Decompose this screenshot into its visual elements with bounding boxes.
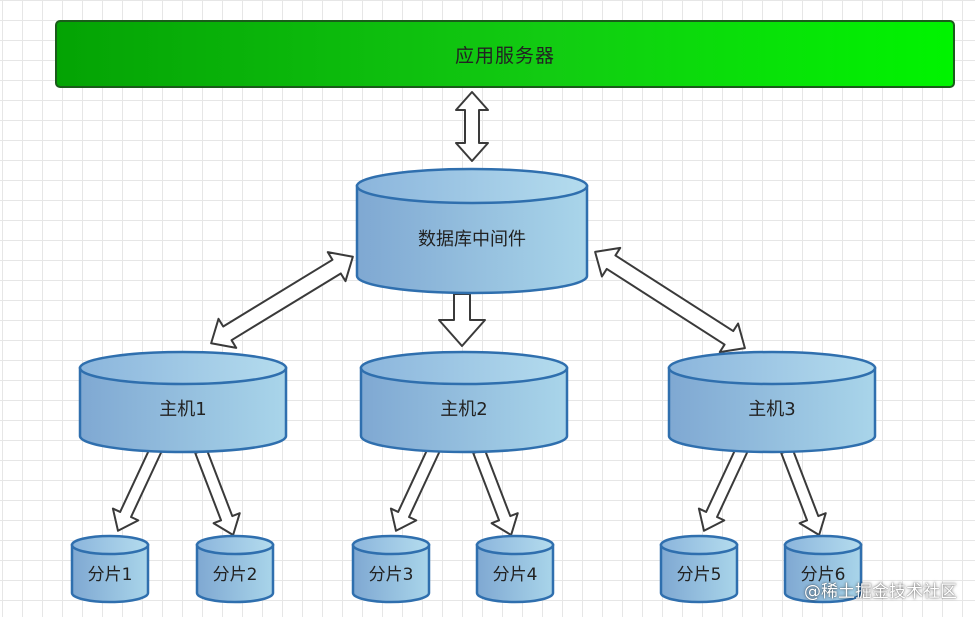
shard2-label: 分片2 [213, 565, 258, 585]
shard1-label: 分片1 [88, 565, 133, 585]
arrow-host1-shard2 [194, 447, 241, 537]
app-server-label: 应用服务器 [454, 44, 555, 67]
double-arrow-server-middleware [455, 91, 489, 162]
arrow-host2-shard4 [472, 447, 519, 537]
host2-label: 主机2 [440, 399, 487, 420]
arrow-middleware-host2 [438, 293, 486, 347]
shard2-cylinder[interactable]: 分片2 [195, 534, 275, 604]
middleware-cylinder[interactable]: 数据库中间件 [355, 167, 589, 295]
app-server-box[interactable]: 应用服务器 [55, 20, 955, 88]
shard4-cylinder[interactable]: 分片4 [475, 534, 555, 604]
middleware-label: 数据库中间件 [418, 229, 526, 250]
double-arrow-middleware-host1 [210, 251, 354, 349]
watermark: @稀土掘金技术社区 [804, 582, 957, 602]
host3-label: 主机3 [748, 399, 795, 420]
host1-cylinder[interactable]: 主机1 [78, 350, 288, 454]
arrow-host3-shard6 [780, 447, 827, 537]
double-arrow-middleware-host3 [594, 246, 746, 354]
shard3-label: 分片3 [369, 565, 414, 585]
shard5-cylinder[interactable]: 分片5 [659, 534, 739, 604]
shard6-cylinder[interactable]: 分片6 [783, 534, 863, 604]
shard3-cylinder[interactable]: 分片3 [351, 534, 431, 604]
host2-cylinder[interactable]: 主机2 [359, 350, 569, 454]
arrow-host3-shard5 [697, 445, 749, 532]
shard5-label: 分片5 [677, 565, 722, 585]
shard1-cylinder[interactable]: 分片1 [70, 534, 150, 604]
shard6-label: 分片6 [801, 565, 846, 585]
arrow-host2-shard3 [389, 445, 441, 532]
shard4-label: 分片4 [493, 565, 538, 585]
host3-cylinder[interactable]: 主机3 [667, 350, 877, 454]
arrow-host1-shard1 [111, 445, 163, 532]
host1-label: 主机1 [159, 399, 206, 420]
